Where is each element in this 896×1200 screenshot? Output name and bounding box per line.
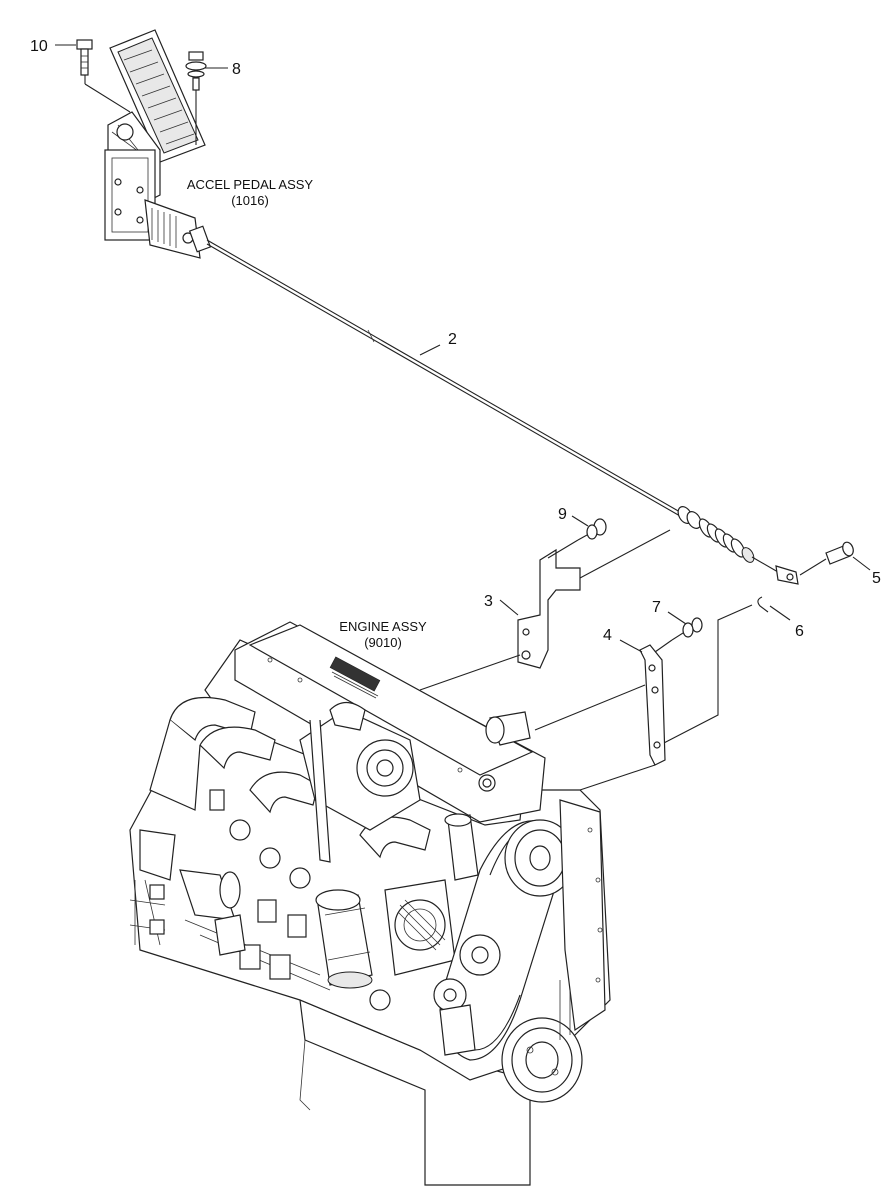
accel-pedal-assy-label: ACCEL PEDAL ASSY <box>187 177 314 192</box>
bolt-8 <box>185 51 228 145</box>
engine-assembly <box>129 621 611 1186</box>
bolt-7 <box>654 611 703 653</box>
callout-8: 8 <box>232 61 241 78</box>
accel-pedal-assembly <box>104 29 212 259</box>
callout-3: 3 <box>484 593 493 610</box>
accel-pedal-assy-code: (1016) <box>231 193 269 208</box>
callout-7: 7 <box>652 599 661 616</box>
engine-assy-label: ENGINE ASSY <box>339 619 427 634</box>
bracket-3 <box>419 529 671 691</box>
callout-4: 4 <box>603 627 612 644</box>
callout-9: 9 <box>558 506 567 523</box>
cotter-pin-6 <box>659 596 791 746</box>
callout-6: 6 <box>795 623 804 640</box>
callout-2: 2 <box>448 331 457 348</box>
bracket-4 <box>534 639 666 791</box>
callout-5: 5 <box>872 570 881 587</box>
bolt-10 <box>55 39 131 113</box>
callout-10: 10 <box>30 38 48 55</box>
accel-cable-2 <box>206 239 799 585</box>
bolt-9 <box>547 515 607 559</box>
engine-assy-code: (9010) <box>364 635 402 650</box>
pin-5 <box>799 541 871 576</box>
